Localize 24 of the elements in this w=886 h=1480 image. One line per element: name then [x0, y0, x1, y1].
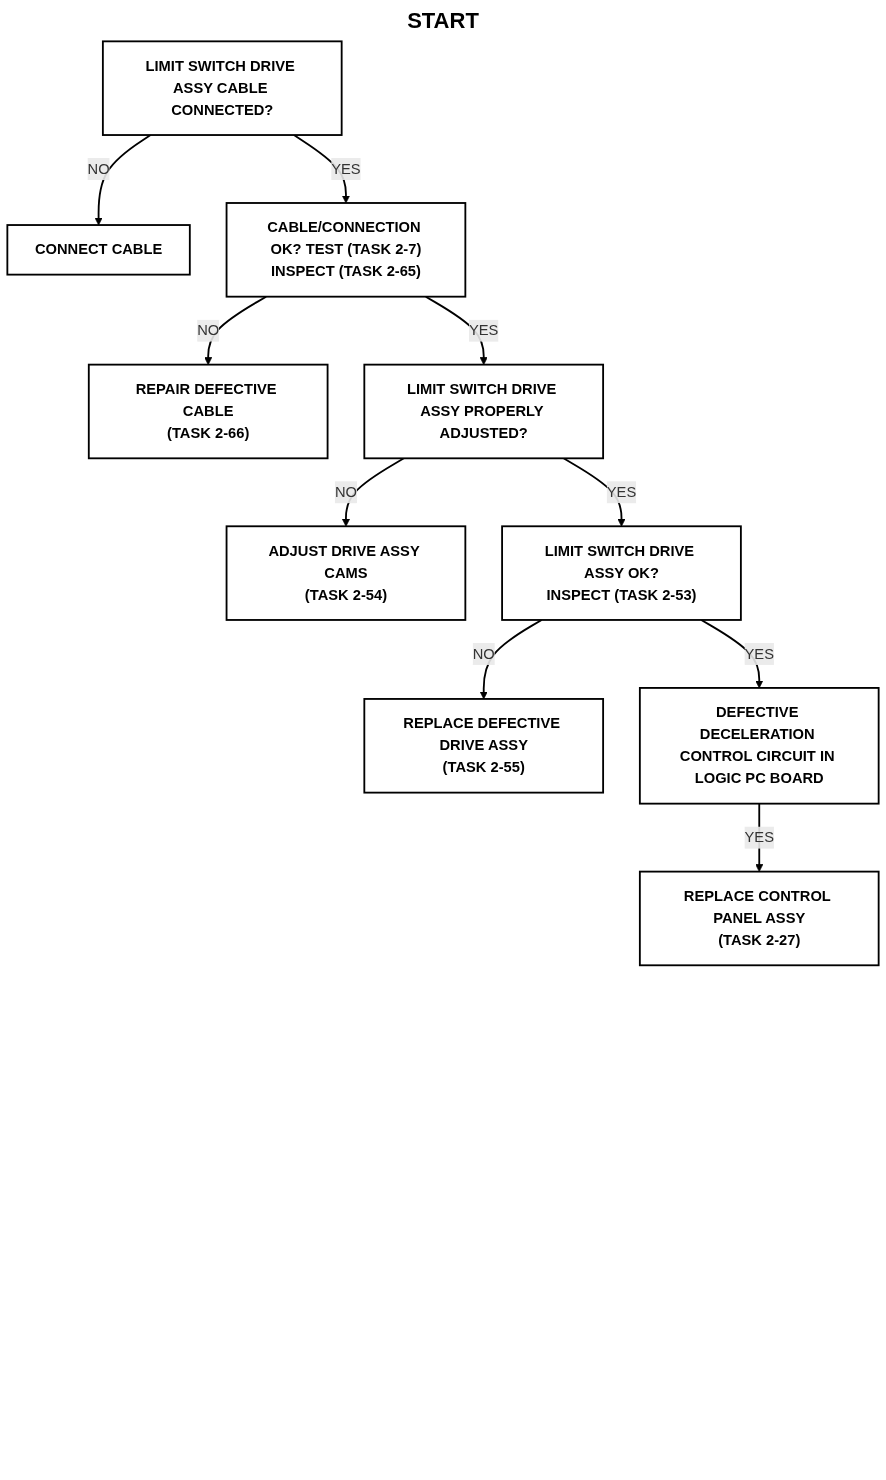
arrow — [341, 457, 405, 527]
edge-label: NO — [334, 484, 357, 500]
arrow — [94, 134, 152, 226]
node-box: LIMIT SWITCH DRIVE ASSY CABLE CONNECTED? — [101, 40, 343, 136]
edge-label: YES — [744, 829, 774, 845]
edge-label: YES — [606, 484, 637, 500]
node-box: REPAIR DEFECTIVE CABLE (TASK 2-66) — [87, 363, 329, 460]
arrow — [204, 295, 268, 365]
edge-label: YES — [469, 322, 499, 338]
node-box: CONNECT CABLE — [6, 224, 191, 276]
node-box: LIMIT SWITCH DRIVE ASSY PROPERLY ADJUSTED? — [363, 363, 605, 460]
start-label: START — [406, 8, 480, 34]
node-box: REPLACE DEFECTIVE DRIVE ASSY (TASK 2-55) — [363, 698, 605, 794]
edge-label: YES — [331, 160, 361, 177]
edge-label: NO — [197, 322, 220, 338]
node-box: CABLE/CONNECTION OK? TEST (TASK 2-7) INSPECT (TASK 2-65) — [225, 202, 467, 298]
node-box: REPLACE CONTROL PANEL ASSY (TASK 2-27) — [638, 870, 880, 967]
node-box: ADJUST DRIVE ASSY CAMS (TASK 2-54) — [225, 525, 467, 621]
edge-label: YES — [744, 645, 774, 662]
node-box: LIMIT SWITCH DRIVE ASSY OK? INSPECT (TASK 2-53) — [501, 525, 742, 621]
edge-label: NO — [472, 645, 495, 662]
node-box: DEFECTIVE DECELERATION CONTROL CIRCUIT IN LOGIC PC BOARD — [638, 687, 880, 805]
arrow — [479, 619, 543, 700]
edge-label: NO — [87, 160, 110, 177]
